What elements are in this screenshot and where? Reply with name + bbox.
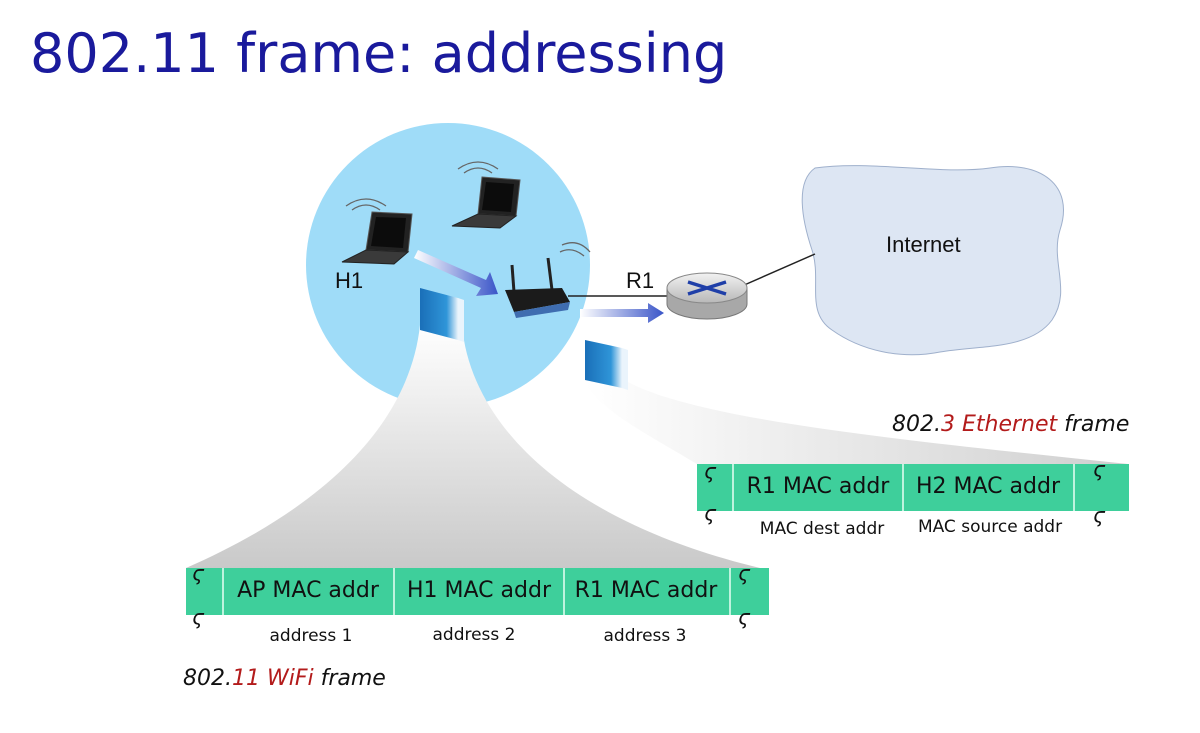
wifi-field-address2-label: H1 MAC addr xyxy=(407,578,552,603)
wifi-field-address1-sub: address 1 xyxy=(269,626,352,646)
wifi-frame-caption: 802.11 WiFi frame xyxy=(183,666,386,691)
wifi-field-dividers xyxy=(222,568,731,615)
laptop-icon xyxy=(451,161,521,229)
ethernet-field-dest-sub: MAC dest addr xyxy=(760,519,884,539)
ap-to-router-arrow xyxy=(580,303,664,323)
ethernet-break-mark-top-left: ϛ xyxy=(704,459,717,483)
wifi-field-address1-label: AP MAC addr xyxy=(237,578,380,603)
ethernet-field-source-label: H2 MAC addr xyxy=(916,474,1061,499)
wifi-frame-funnel xyxy=(186,325,760,568)
wifi-packet-icon xyxy=(420,288,464,342)
ethernet-break-mark-bottom-left: ϛ xyxy=(704,501,717,525)
router-r1-label: R1 xyxy=(626,268,654,293)
router-internet-link xyxy=(741,253,816,287)
ethernet-frame-caption: 802.3 Ethernet frame xyxy=(892,412,1129,437)
wifi-break-mark-top-right: ϛ xyxy=(738,561,751,585)
ethernet-break-mark-bottom-right: ϛ xyxy=(1093,503,1106,527)
internet-cloud xyxy=(801,165,1064,356)
h1-to-ap-arrow xyxy=(414,250,498,296)
laptop-h1-icon xyxy=(341,198,413,265)
access-point-icon xyxy=(505,242,591,318)
wifi-field-address3-sub: address 3 xyxy=(603,626,686,646)
wifi-frame xyxy=(186,568,769,615)
wifi-break-mark-bottom-left: ϛ xyxy=(192,605,205,629)
ethernet-packet-icon xyxy=(585,340,628,390)
ethernet-field-dest-label: R1 MAC addr xyxy=(747,474,891,499)
ethernet-field-source-sub: MAC source addr xyxy=(918,517,1062,537)
wifi-break-mark-bottom-right: ϛ xyxy=(738,605,751,629)
wifi-field-address3-label: R1 MAC addr xyxy=(575,578,719,603)
router-r1-icon xyxy=(666,272,748,320)
wifi-break-mark-top-left: ϛ xyxy=(192,561,205,585)
page-title: 802.11 frame: addressing xyxy=(30,22,728,85)
wifi-field-address2-sub: address 2 xyxy=(432,625,515,645)
internet-label: Internet xyxy=(886,232,961,257)
ethernet-frame xyxy=(697,464,1129,511)
ethernet-frame-funnel xyxy=(585,382,1128,464)
ethernet-break-mark-top-right: ϛ xyxy=(1093,457,1106,481)
ethernet-field-dividers xyxy=(732,464,1075,511)
host-h1-label: H1 xyxy=(335,268,363,293)
